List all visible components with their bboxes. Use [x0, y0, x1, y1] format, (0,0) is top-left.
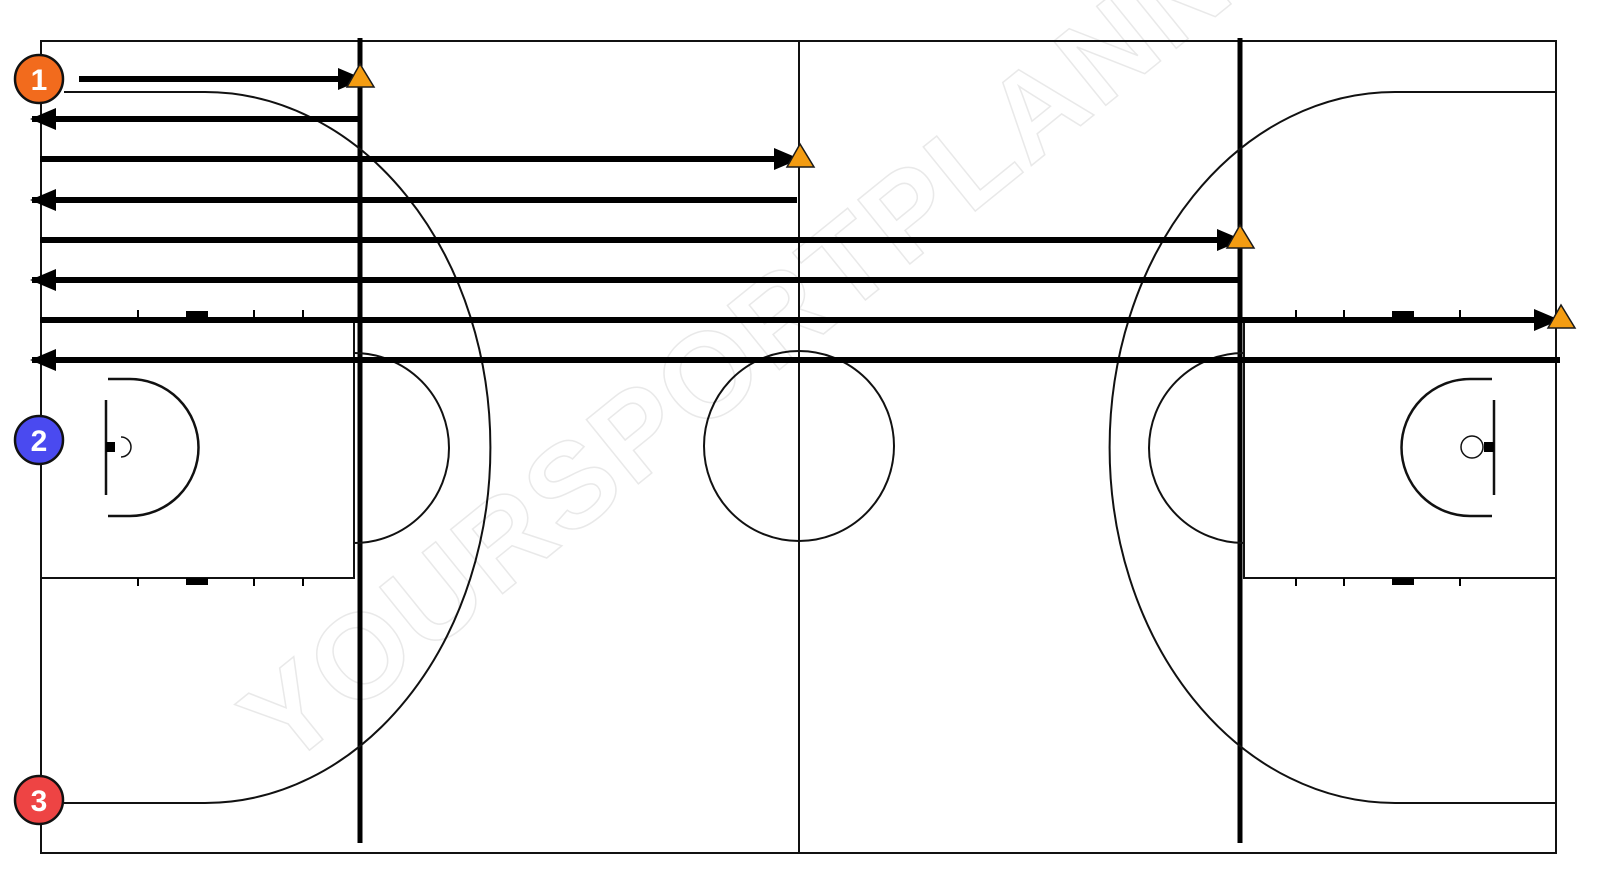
watermark-text: YOURSPORTPLANNER: [217, 0, 1393, 790]
player-1-marker: [13, 53, 65, 105]
cone-icon: [1546, 303, 1577, 329]
left-block-bottom: [186, 578, 208, 585]
right-rim-mount: [1484, 442, 1494, 452]
left-block-top: [186, 311, 208, 318]
right-three-point-line: [1108, 91, 1556, 804]
left-rim-mount: [106, 442, 115, 452]
right-free-throw-circle: [1148, 352, 1245, 544]
player-3-marker: [13, 774, 65, 826]
center-circle: [703, 350, 895, 542]
right-restricted-arc: [1400, 377, 1492, 518]
player-1-label: 1: [31, 64, 48, 97]
right-block-bottom: [1392, 578, 1414, 585]
right-rim: [1460, 435, 1484, 459]
player-2-marker: [13, 414, 65, 466]
left-three-point-line: [64, 91, 492, 804]
right-block-top: [1392, 311, 1414, 318]
player-2[interactable]: 2: [13, 414, 65, 466]
left-restricted-arc: [108, 377, 200, 518]
left-free-throw-circle: [353, 352, 450, 544]
drill-arrows: [30, 68, 1560, 371]
player-2-label: 2: [31, 425, 48, 458]
cone-icon: [345, 62, 376, 88]
player-3[interactable]: 3: [13, 774, 65, 826]
cones: [345, 62, 1577, 329]
right-lane-hash-marks: [1295, 310, 1461, 586]
player-1[interactable]: 1: [13, 53, 65, 105]
cone-icon: [785, 142, 816, 168]
left-rim: [120, 436, 132, 458]
player-3-label: 3: [31, 785, 48, 818]
left-lane-hash-marks: [137, 310, 304, 586]
cone-icon: [1225, 223, 1256, 249]
